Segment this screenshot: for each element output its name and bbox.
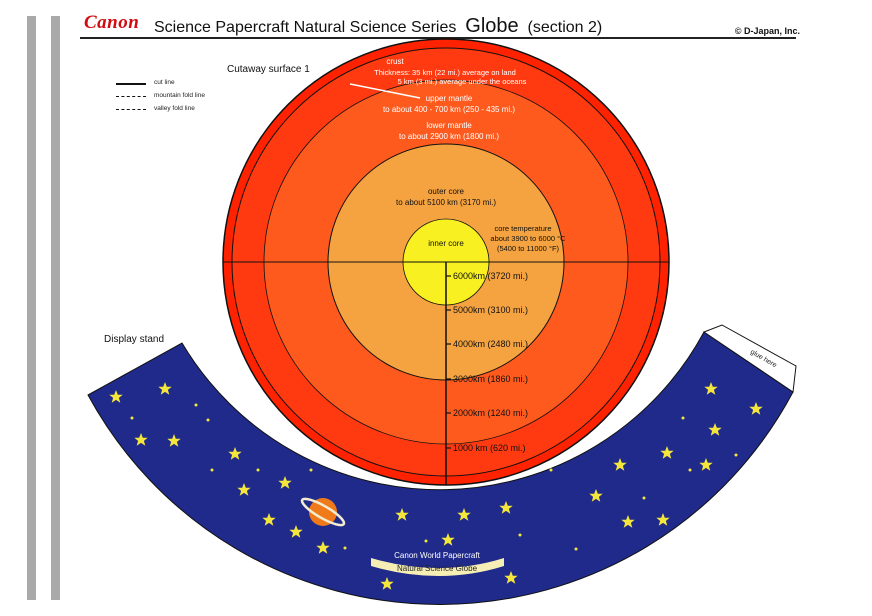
cutaway-surface-label: Cutaway surface 1 bbox=[227, 64, 310, 75]
tick-label-5000: 5000km (3100 mi.) bbox=[453, 305, 528, 315]
core-temperature-c: about 3900 to 6000 °C bbox=[490, 234, 566, 243]
tick-label-4000: 4000km (2480 mi.) bbox=[453, 339, 528, 349]
series-name: Science Papercraft Natural Science Serie… bbox=[154, 19, 457, 36]
crust-label: crust bbox=[386, 57, 404, 66]
upper-mantle-depth: to about 400 - 700 km (250 - 435 mi.) bbox=[383, 105, 515, 114]
stand-subtitle: Natural Science Globe bbox=[397, 564, 478, 573]
core-temperature-f: (5400 to 11000 °F) bbox=[497, 244, 560, 253]
lower-mantle-label: lower mantle bbox=[426, 121, 472, 130]
saturn-icon bbox=[300, 497, 346, 527]
display-stand-label: Display stand bbox=[104, 334, 165, 345]
cut-line-sample bbox=[116, 83, 146, 85]
header-rule bbox=[80, 37, 796, 39]
display-stand-band bbox=[87, 331, 794, 605]
brand-logo: Canon bbox=[84, 12, 140, 33]
stand-title: Canon World Papercraft bbox=[394, 551, 480, 560]
depth-scale: 6000km (3720 mi.) 5000km (3100 mi.) 4000… bbox=[446, 271, 528, 453]
globe-title: Globe bbox=[465, 15, 519, 37]
left-bar-outer bbox=[27, 16, 36, 600]
lower-mantle-depth: to about 2900 km (1800 mi.) bbox=[399, 132, 499, 141]
left-bar-inner bbox=[51, 16, 60, 600]
tick-label-3000: 3000km (1860 mi.) bbox=[453, 374, 528, 384]
series-title: Science Papercraft Natural Science Serie… bbox=[154, 15, 602, 38]
cut-line-label: cut line bbox=[154, 79, 175, 86]
mountain-fold-label: mountain fold line bbox=[154, 92, 205, 99]
stand-ribbon bbox=[371, 558, 504, 576]
tick-label-6000: 6000km (3720 mi.) bbox=[453, 271, 528, 281]
tick-label-1000: 1000 km (620 mi.) bbox=[453, 443, 526, 453]
glue-tab bbox=[702, 324, 797, 393]
copyright: © D-Japan, Inc. bbox=[734, 26, 800, 36]
stand-dots bbox=[130, 403, 738, 551]
crust-thickness-ocean: 5 km (3 mi.) average under the oceans bbox=[398, 77, 527, 86]
inner-core-label: inner core bbox=[428, 239, 464, 248]
tick-label-2000: 2000km (1240 mi.) bbox=[453, 408, 528, 418]
outer-core-label: outer core bbox=[428, 187, 465, 196]
valley-fold-sample bbox=[116, 109, 146, 110]
core-temperature-label: core temperature bbox=[494, 224, 551, 233]
section-label: (section 2) bbox=[527, 19, 603, 36]
valley-fold-label: valley fold line bbox=[154, 105, 195, 112]
mountain-fold-sample bbox=[116, 96, 146, 97]
upper-mantle-label: upper mantle bbox=[426, 94, 473, 103]
crust-pointer bbox=[349, 83, 421, 99]
crust-thickness-land: Thickness: 35 km (22 mi.) average on lan… bbox=[374, 68, 516, 77]
header: Canon Science Papercraft Natural Science… bbox=[80, 10, 800, 38]
outer-core-depth: to about 5100 km (3170 mi.) bbox=[396, 198, 496, 207]
